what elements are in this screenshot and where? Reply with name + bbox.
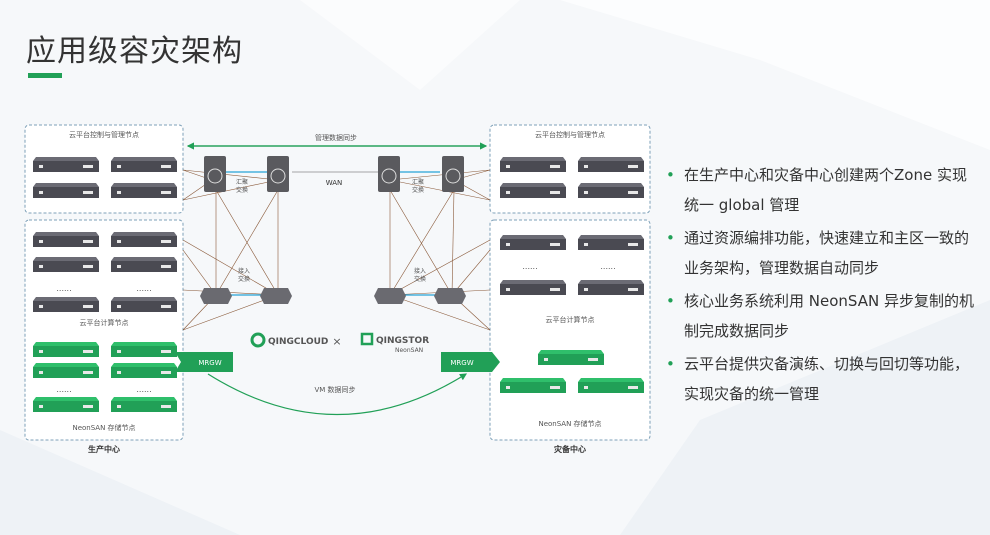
left-site-label: 生产中心 <box>88 444 120 454</box>
server-icon <box>33 363 99 378</box>
dots: ...... <box>56 385 71 394</box>
server-group <box>33 157 644 412</box>
server-icon <box>538 350 604 365</box>
server-icon <box>33 157 99 172</box>
server-icon <box>578 183 644 198</box>
bullet-marker: • <box>666 166 675 184</box>
server-icon <box>33 397 99 412</box>
access-switch-label: 接入 <box>238 267 250 275</box>
server-icon <box>111 232 177 247</box>
agg-switch-label: 汇聚 <box>412 178 424 186</box>
agg-switch-label: 交换 <box>236 186 248 194</box>
server-icon <box>33 342 99 357</box>
access-switch-icon <box>260 288 292 304</box>
bullet-marker: • <box>666 355 675 373</box>
server-icon <box>33 257 99 272</box>
access-switch-label: 交换 <box>414 275 426 283</box>
bullet-marker: • <box>666 292 675 310</box>
bullet-item: •通过资源编排功能，快速建立和主区一致的业务架构，管理数据自动同步 <box>664 223 976 283</box>
title-underline <box>28 73 62 78</box>
server-icon <box>33 183 99 198</box>
vm-sync-label: VM 数据同步 <box>314 385 355 394</box>
right-storage-label: NeonSAN 存储节点 <box>538 419 601 428</box>
neonsan-logo-text: NeonSAN <box>395 347 423 354</box>
server-icon <box>578 157 644 172</box>
qingcloud-logo-text: QINGCLOUD <box>268 337 328 347</box>
right-compute-storage-zone <box>489 219 651 441</box>
bullet-marker: • <box>666 229 675 247</box>
server-icon <box>500 235 566 250</box>
server-icon <box>500 157 566 172</box>
server-icon <box>111 363 177 378</box>
server-icon <box>500 378 566 393</box>
aggregation-switch-icon <box>204 156 226 192</box>
server-icon <box>500 183 566 198</box>
page-title: 应用级容灾架构 <box>26 34 243 69</box>
left-cabling <box>182 169 279 331</box>
right-site-label: 灾备中心 <box>554 444 586 454</box>
right-mrgw <box>441 352 500 372</box>
left-mrgw <box>175 352 233 372</box>
left-control-label: 云平台控制与管理节点 <box>69 130 139 139</box>
server-icon <box>111 183 177 198</box>
left-mrgw-label: MRGW <box>198 359 221 367</box>
server-icon <box>500 280 566 295</box>
right-compute-label: 云平台计算节点 <box>546 315 595 324</box>
wan-label: WAN <box>326 179 343 187</box>
server-icon <box>111 157 177 172</box>
bullet-item: •在生产中心和灾备中心创建两个Zone 实现统一 global 管理 <box>664 160 976 220</box>
right-control-label: 云平台控制与管理节点 <box>535 130 605 139</box>
bullet-item: •核心业务系统利用 NeonSAN 异步复制的机制完成数据同步 <box>664 286 976 346</box>
aggregation-switch-icon <box>267 156 289 192</box>
dots: ...... <box>522 262 537 271</box>
aggregation-switch-icon <box>378 156 400 192</box>
access-switch-icon <box>434 288 466 304</box>
qingstor-logo <box>360 332 374 346</box>
aggregation-switch-icon <box>442 156 464 192</box>
server-icon <box>578 280 644 295</box>
server-icon <box>578 378 644 393</box>
access-switch-icon <box>374 288 406 304</box>
bullet-list: •在生产中心和灾备中心创建两个Zone 实现统一 global 管理 •通过资源… <box>664 160 976 412</box>
dots: ...... <box>136 284 151 293</box>
left-storage-label: NeonSAN 存储节点 <box>72 423 135 432</box>
dots: ...... <box>56 284 71 293</box>
vm-sync-arc <box>207 373 468 416</box>
server-icon <box>111 257 177 272</box>
left-compute-label: 云平台计算节点 <box>80 318 129 327</box>
right-mrgw-label: MRGW <box>450 359 473 367</box>
mgmt-sync-label: 管理数据同步 <box>315 133 357 142</box>
right-cabling <box>389 169 491 331</box>
qingstor-logo-text: QINGSTOR <box>376 336 429 346</box>
qingcloud-logo <box>250 332 266 348</box>
access-switch-label: 交换 <box>238 275 250 283</box>
server-icon <box>33 297 99 312</box>
architecture-diagram: 云平台控制与管理节点 云平台计算节点 NeonSAN 存储节点 生产中心 云平台… <box>24 124 651 454</box>
logo-cross: × <box>332 335 341 348</box>
server-icon <box>111 342 177 357</box>
server-icon <box>111 397 177 412</box>
agg-switch-label: 汇聚 <box>236 178 248 186</box>
server-icon <box>111 297 177 312</box>
server-icon <box>578 235 644 250</box>
server-icon <box>33 232 99 247</box>
bullet-item: •云平台提供灾备演练、切换与回切等功能，实现灾备的统一管理 <box>664 349 976 409</box>
agg-switch-label: 交换 <box>412 186 424 194</box>
dots: ...... <box>136 385 151 394</box>
access-switch-icon <box>200 288 232 304</box>
dots: ...... <box>600 262 615 271</box>
access-switch-label: 接入 <box>414 267 426 275</box>
